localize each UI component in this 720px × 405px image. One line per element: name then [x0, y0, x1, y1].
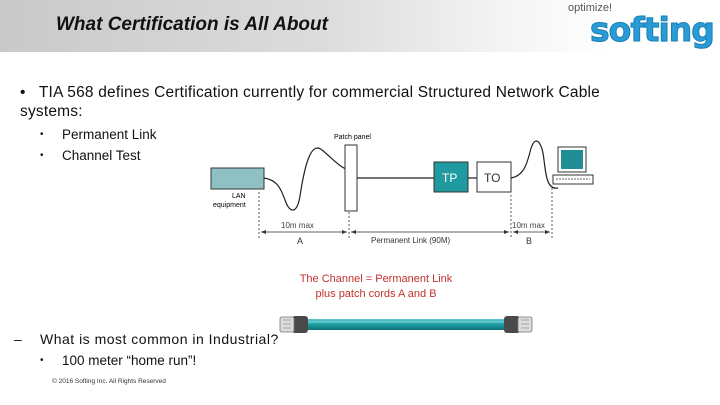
header-band	[0, 0, 720, 52]
logo-wordmark: softing	[590, 10, 716, 50]
sub-bullet-marker: •	[40, 150, 44, 161]
patch-cord-b	[510, 140, 559, 189]
ethernet-cable-image	[279, 316, 533, 333]
patch-panel-label: Patch panel	[334, 134, 371, 141]
dash-bullet-text: What is most common in Industrial?	[40, 331, 279, 347]
lan-equipment-box	[210, 167, 265, 190]
slide-title: What Certification is All About	[56, 14, 328, 35]
softing-logo: optimize! softing	[566, 2, 715, 50]
main-bullet-marker: •	[20, 84, 26, 101]
permanent-link-label: Permanent Link (90M)	[371, 236, 450, 245]
sub-item-channel-test: • Channel Test	[40, 148, 141, 163]
sub-item-label: Permanent Link	[62, 127, 157, 142]
logo-tagline: optimize!	[568, 2, 613, 14]
caption-line2: plus patch cords A and B	[315, 288, 437, 300]
left-max-label: 10m max	[281, 221, 314, 230]
sub-bullet-marker: •	[40, 129, 44, 140]
lan-label-line2: equipment	[213, 202, 246, 209]
patch-panel	[344, 144, 358, 212]
tp-box	[433, 161, 469, 193]
to-label: TO	[484, 171, 500, 185]
sub-item-home-run: • 100 meter “home run”!	[40, 353, 196, 368]
sub-item-label: Channel Test	[62, 148, 141, 163]
diagram-caption: The Channel = Permanent Link plus patch …	[274, 272, 478, 302]
patch-cord-a	[263, 147, 350, 211]
to-box	[476, 161, 512, 193]
tp-label: TP	[442, 171, 457, 185]
main-bullet: • TIA 568 defines Certification currentl…	[20, 83, 660, 121]
cord-b-label: B	[526, 236, 532, 246]
main-bullet-text: TIA 568 defines Certification currently …	[20, 84, 600, 120]
computer-icon	[552, 146, 594, 185]
sub-item-permanent-link: • Permanent Link	[40, 127, 157, 142]
lan-label-line1: LAN	[232, 193, 246, 200]
dash-bullet-marker: –	[14, 331, 23, 347]
dash-bullet: – What is most common in Industrial?	[14, 331, 279, 347]
cable-body	[300, 319, 512, 330]
cord-a-label: A	[297, 236, 303, 246]
copyright-footer: © 2016 Softing Inc. All Rights Reserved	[52, 378, 166, 385]
sub-item-label: 100 meter “home run”!	[62, 353, 197, 368]
caption-line1: The Channel = Permanent Link	[299, 273, 453, 285]
sub-bullet-marker: •	[40, 355, 44, 366]
right-max-label: 10m max	[512, 221, 545, 230]
